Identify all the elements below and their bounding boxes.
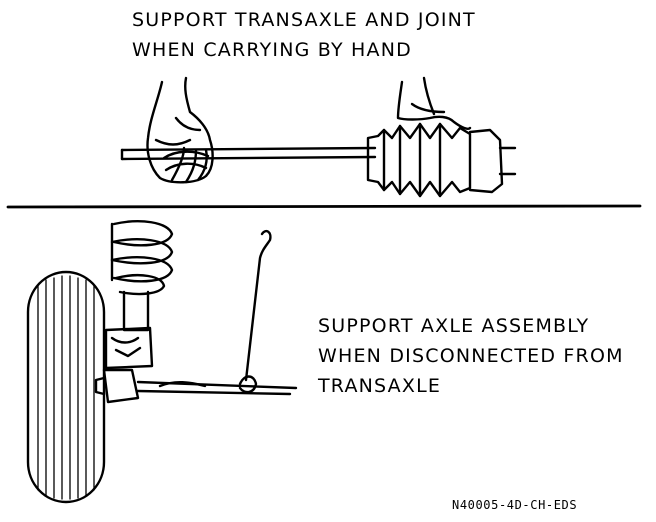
top-caption-line-2: WHEN CARRYING BY HAND (132, 39, 412, 61)
bottom-caption-line-2: WHEN DISCONNECTED FROM (318, 345, 624, 367)
wheel-tire (26, 270, 106, 504)
left-hand-icon (146, 76, 214, 184)
bottom-caption: SUPPORT AXLE ASSEMBLY WHEN DISCONNECTED … (318, 311, 624, 401)
figure-code: N40005-4D-CH-EDS (452, 498, 578, 512)
panel-divider (6, 204, 642, 209)
top-caption-line-1: SUPPORT TRANSAXLE AND JOINT (132, 9, 476, 31)
coil-spring (110, 220, 174, 296)
support-wire (238, 229, 272, 394)
right-hand-icon (396, 76, 472, 130)
axle-shaft (136, 380, 298, 396)
bottom-caption-line-1: SUPPORT AXLE ASSEMBLY (318, 315, 590, 337)
top-caption: SUPPORT TRANSAXLE AND JOINT WHEN CARRYIN… (132, 5, 476, 65)
strut-knuckle (94, 290, 154, 404)
bottom-caption-line-3: TRANSAXLE (318, 375, 442, 397)
